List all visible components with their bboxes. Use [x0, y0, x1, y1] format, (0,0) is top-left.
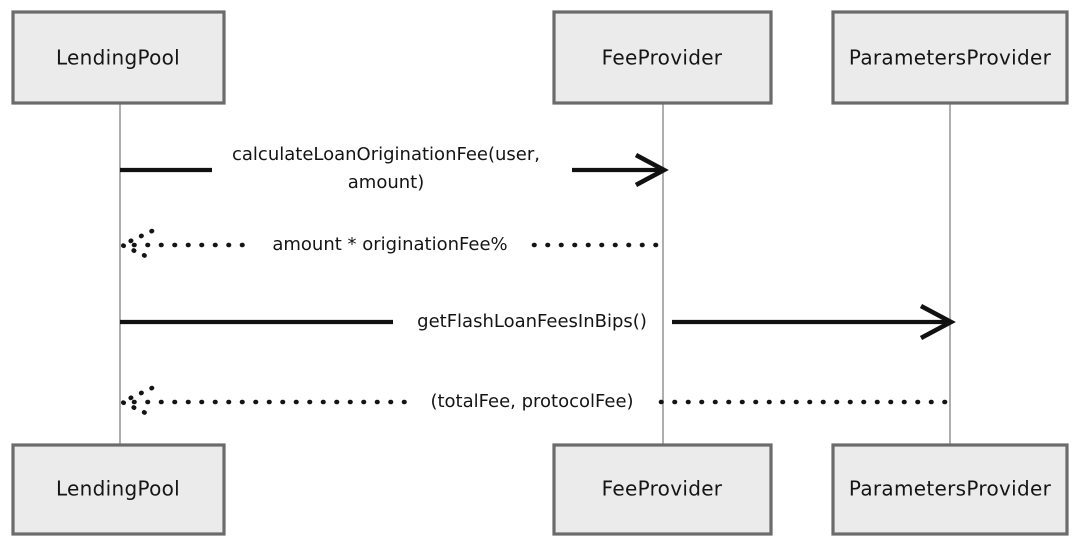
- participant-boxes-top: LendingPool FeeProvider ParametersProvid…: [11, 10, 1069, 105]
- participant-label-feeprovider: FeeProvider: [602, 46, 723, 70]
- arrowhead-right-icon: [919, 303, 956, 341]
- participant-rect: [831, 10, 1069, 105]
- participant-box-feeprovider-top[interactable]: FeeProvider: [552, 10, 773, 105]
- participant-label-feeprovider: FeeProvider: [602, 477, 723, 501]
- return-label: (totalFee, protocolFee): [430, 391, 633, 412]
- arrowhead-left-icon: [116, 228, 155, 262]
- participant-box-parametersprovider-bottom[interactable]: ParametersProvider: [831, 443, 1069, 536]
- participant-label-lendingpool: LendingPool: [56, 477, 180, 501]
- arrowhead-left-icon: [116, 385, 155, 419]
- lifelines: [119, 103, 951, 445]
- participant-box-feeprovider-bottom[interactable]: FeeProvider: [552, 443, 773, 536]
- arrowhead-right-icon: [634, 152, 669, 188]
- participant-label-parametersprovider: ParametersProvider: [849, 46, 1052, 70]
- participant-label-lendingpool: LendingPool: [56, 46, 180, 70]
- participant-box-parametersprovider-top[interactable]: ParametersProvider: [831, 10, 1069, 105]
- participant-boxes-bottom: LendingPool FeeProvider ParametersProvid…: [11, 443, 1069, 536]
- message-total-fee-protocol-fee[interactable]: (totalFee, protocolFee): [116, 385, 953, 419]
- participant-rect: [831, 443, 1069, 536]
- participant-rect: [11, 10, 226, 105]
- participant-box-lendingpool-top[interactable]: LendingPool: [11, 10, 226, 105]
- participant-label-parametersprovider: ParametersProvider: [849, 477, 1052, 501]
- message-label: getFlashLoanFeesInBips(): [417, 311, 647, 332]
- return-label: amount * originationFee%: [272, 234, 507, 255]
- participant-rect: [552, 443, 773, 536]
- participant-box-lendingpool-bottom[interactable]: LendingPool: [11, 443, 226, 536]
- participant-rect: [11, 443, 226, 536]
- message-calculate-loan-origination-fee[interactable]: calculateLoanOriginationFee(user, amount…: [120, 144, 669, 193]
- message-amount-times-origination-fee[interactable]: amount * originationFee%: [116, 228, 666, 262]
- message-label-line-2: amount): [348, 172, 424, 193]
- message-label-line-1: calculateLoanOriginationFee(user,: [232, 144, 540, 165]
- message-get-flash-loan-fees-in-bips[interactable]: getFlashLoanFeesInBips(): [120, 303, 956, 341]
- participant-rect: [552, 10, 773, 105]
